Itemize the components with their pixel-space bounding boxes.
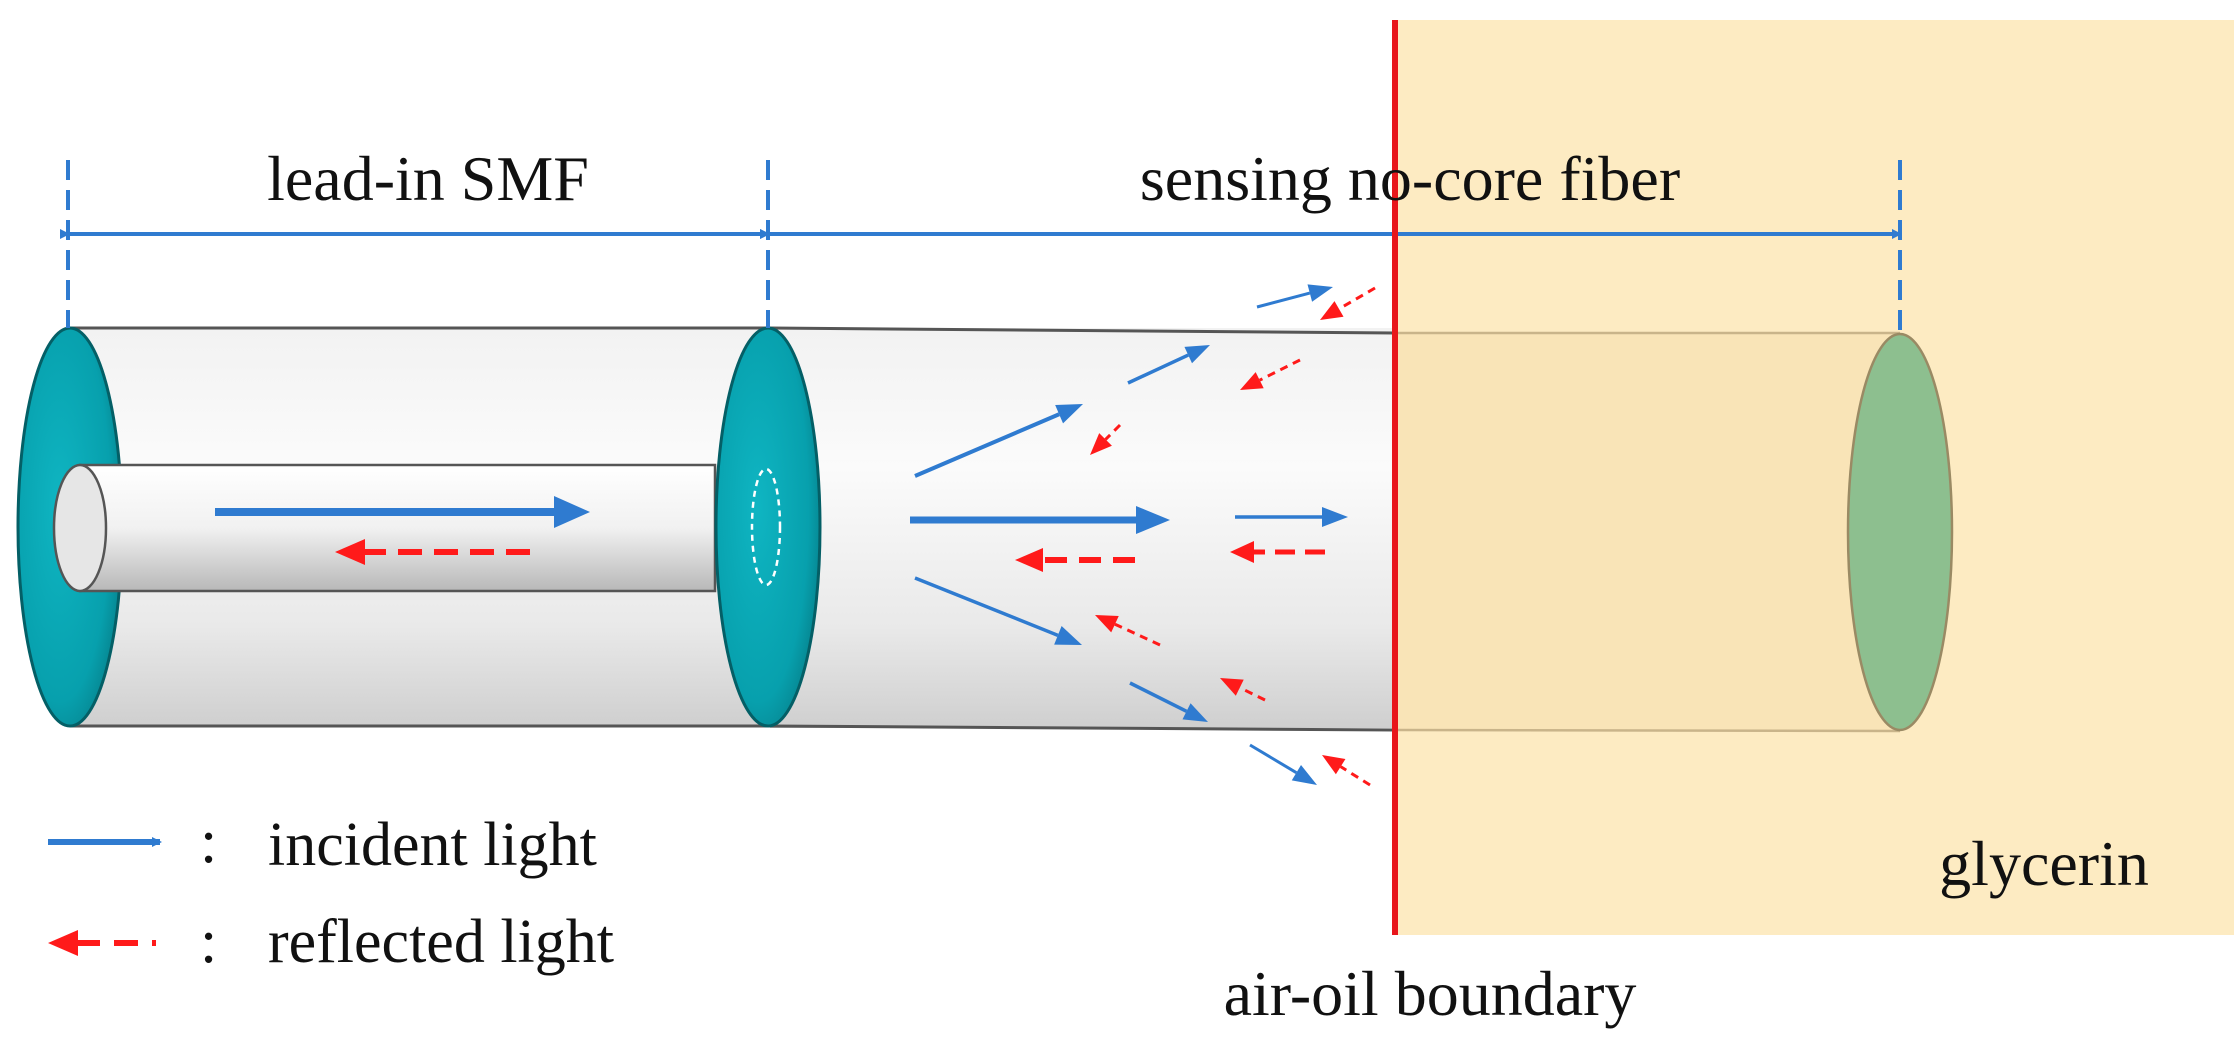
lead-in-smf	[16, 326, 770, 728]
legend-reflected-separator: :	[200, 908, 217, 976]
legend-reflected-label: reflected light	[268, 908, 614, 976]
reflected-arrow-swatch	[48, 930, 156, 956]
incident-arrow	[1129, 681, 1208, 722]
reflected-arrow	[1220, 678, 1266, 702]
incident-arrow	[1249, 743, 1317, 785]
reflected-arrow-core	[335, 539, 530, 565]
glycerin-label: glycerin	[1939, 828, 2149, 899]
air-oil-boundary-label: air-oil boundary	[1224, 958, 1637, 1029]
reflected-arrow	[1322, 755, 1371, 787]
incident-arrow	[1235, 507, 1348, 527]
reflected-arrow	[1230, 541, 1325, 563]
splice-end-face	[714, 326, 822, 728]
legend-incident: : incident light	[48, 808, 597, 879]
reflected-arrow	[1090, 423, 1122, 455]
incident-arrow	[1127, 345, 1210, 385]
smf-core	[78, 463, 717, 593]
glycerin-end-face	[1846, 332, 1954, 732]
reflected-arrow	[1015, 548, 1135, 572]
reflected-arrow	[1095, 615, 1161, 647]
incident-arrow-core	[215, 496, 590, 528]
incident-arrow	[1256, 284, 1333, 309]
incident-arrow	[914, 404, 1083, 478]
light-arrows	[215, 284, 1376, 787]
incident-arrow	[910, 506, 1170, 534]
reflected-arrow	[1320, 286, 1376, 320]
legend: : incident light : reflected light	[48, 808, 614, 976]
sensing-no-core-fiber	[769, 326, 1954, 733]
sensing-fiber-label: sensing no-core fiber	[1140, 143, 1680, 214]
lead-in-smf-label: lead-in SMF	[267, 143, 589, 214]
legend-reflected: : reflected light	[48, 908, 614, 976]
legend-incident-separator: :	[200, 808, 217, 876]
incident-arrow	[914, 576, 1082, 645]
reflected-arrow	[1240, 358, 1301, 390]
legend-incident-label: incident light	[268, 811, 597, 879]
dimension-markers	[60, 160, 1902, 334]
